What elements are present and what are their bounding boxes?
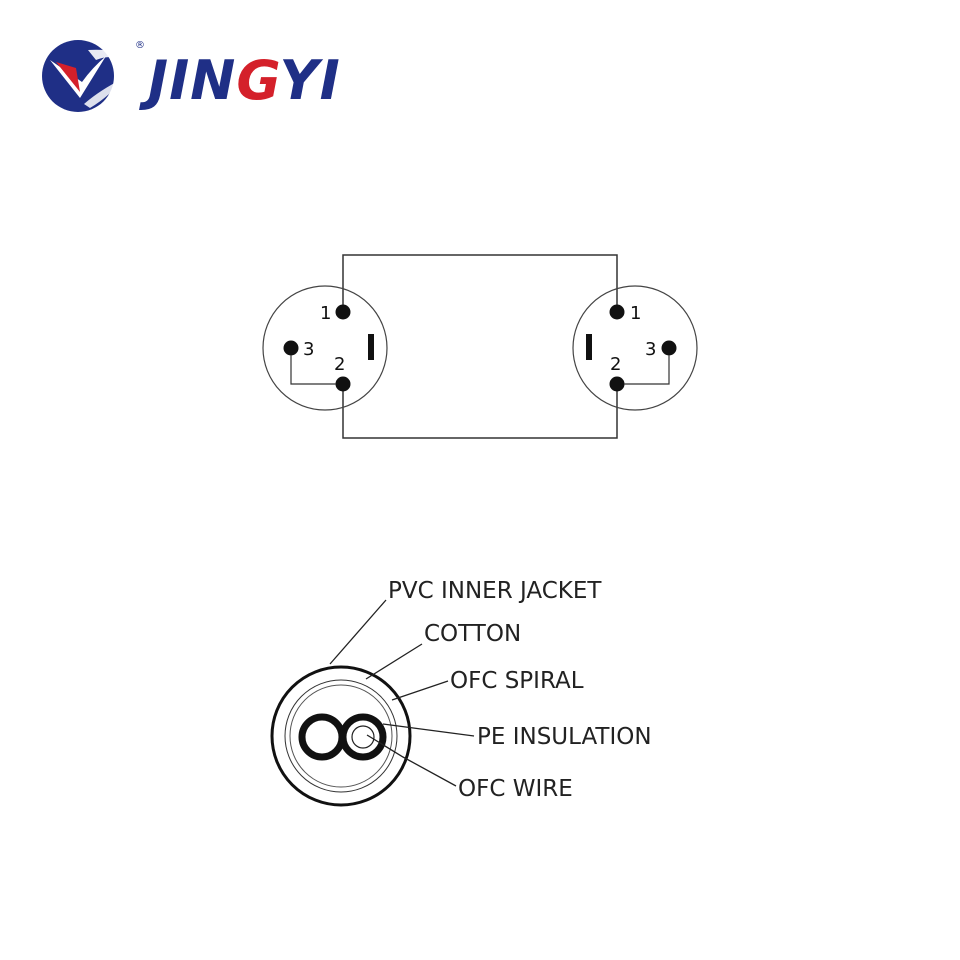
left-pin-3-label: 3 <box>303 339 314 360</box>
right-pin-2 <box>609 376 625 392</box>
leader-ofc-spiral <box>391 680 449 701</box>
right-pin-3 <box>661 340 677 356</box>
wiring-diagram: 1 3 2 1 3 2 <box>262 254 698 439</box>
right-pin-2-label: 2 <box>610 354 621 375</box>
right-connector-body <box>572 285 698 411</box>
right-pin-3-label: 3 <box>645 339 656 360</box>
left-pin-2-label: 2 <box>334 354 345 375</box>
left-pin-2 <box>335 376 351 392</box>
left-pin-1 <box>335 304 351 320</box>
wire-pin2-bottom <box>342 384 618 439</box>
left-connector: 1 3 2 <box>262 285 388 411</box>
left-connector-body <box>262 285 388 411</box>
right-latch <box>586 334 592 360</box>
registered-mark: ® <box>135 40 145 51</box>
cable-cross-section: PVC INNER JACKET COTTON OFC SPIRAL PE IN… <box>270 578 652 807</box>
label-pvc-inner-jacket: PVC INNER JACKET <box>388 578 602 604</box>
conductor-left-insulation <box>298 713 346 761</box>
conductor-right-insulation <box>339 713 387 761</box>
brand-name: JINGYI <box>148 46 341 116</box>
brand-name-accent: G <box>236 49 280 112</box>
conductor-right-wire <box>351 725 375 749</box>
wire-pin1-top <box>342 254 618 312</box>
leader-cotton <box>365 643 423 680</box>
brand-name-part1: JIN <box>148 49 237 112</box>
left-pin-3 <box>283 340 299 356</box>
leader-ofc-wire <box>366 734 457 787</box>
pvc-jacket-outer <box>270 665 412 807</box>
leader-pe-insulation <box>382 723 475 737</box>
leader-pvc-jacket <box>329 599 387 665</box>
jingyi-logo-icon <box>42 40 126 112</box>
cotton-layer <box>284 679 398 793</box>
brand-logo: ® JINGYI <box>40 38 380 118</box>
right-jumper-3-2 <box>624 355 670 385</box>
brand-name-part3: YI <box>279 49 341 112</box>
right-pin-1-label: 1 <box>630 303 641 324</box>
label-pe-insulation: PE INSULATION <box>477 724 652 750</box>
label-ofc-spiral: OFC SPIRAL <box>450 668 584 694</box>
label-ofc-wire: OFC WIRE <box>458 776 573 802</box>
ofc-spiral-layer <box>289 684 393 788</box>
right-pin-1 <box>609 304 625 320</box>
left-latch <box>368 334 374 360</box>
left-jumper-3-2 <box>290 355 336 385</box>
left-pin-1-label: 1 <box>320 303 331 324</box>
right-connector: 1 3 2 <box>572 285 698 411</box>
label-cotton: COTTON <box>424 621 521 647</box>
